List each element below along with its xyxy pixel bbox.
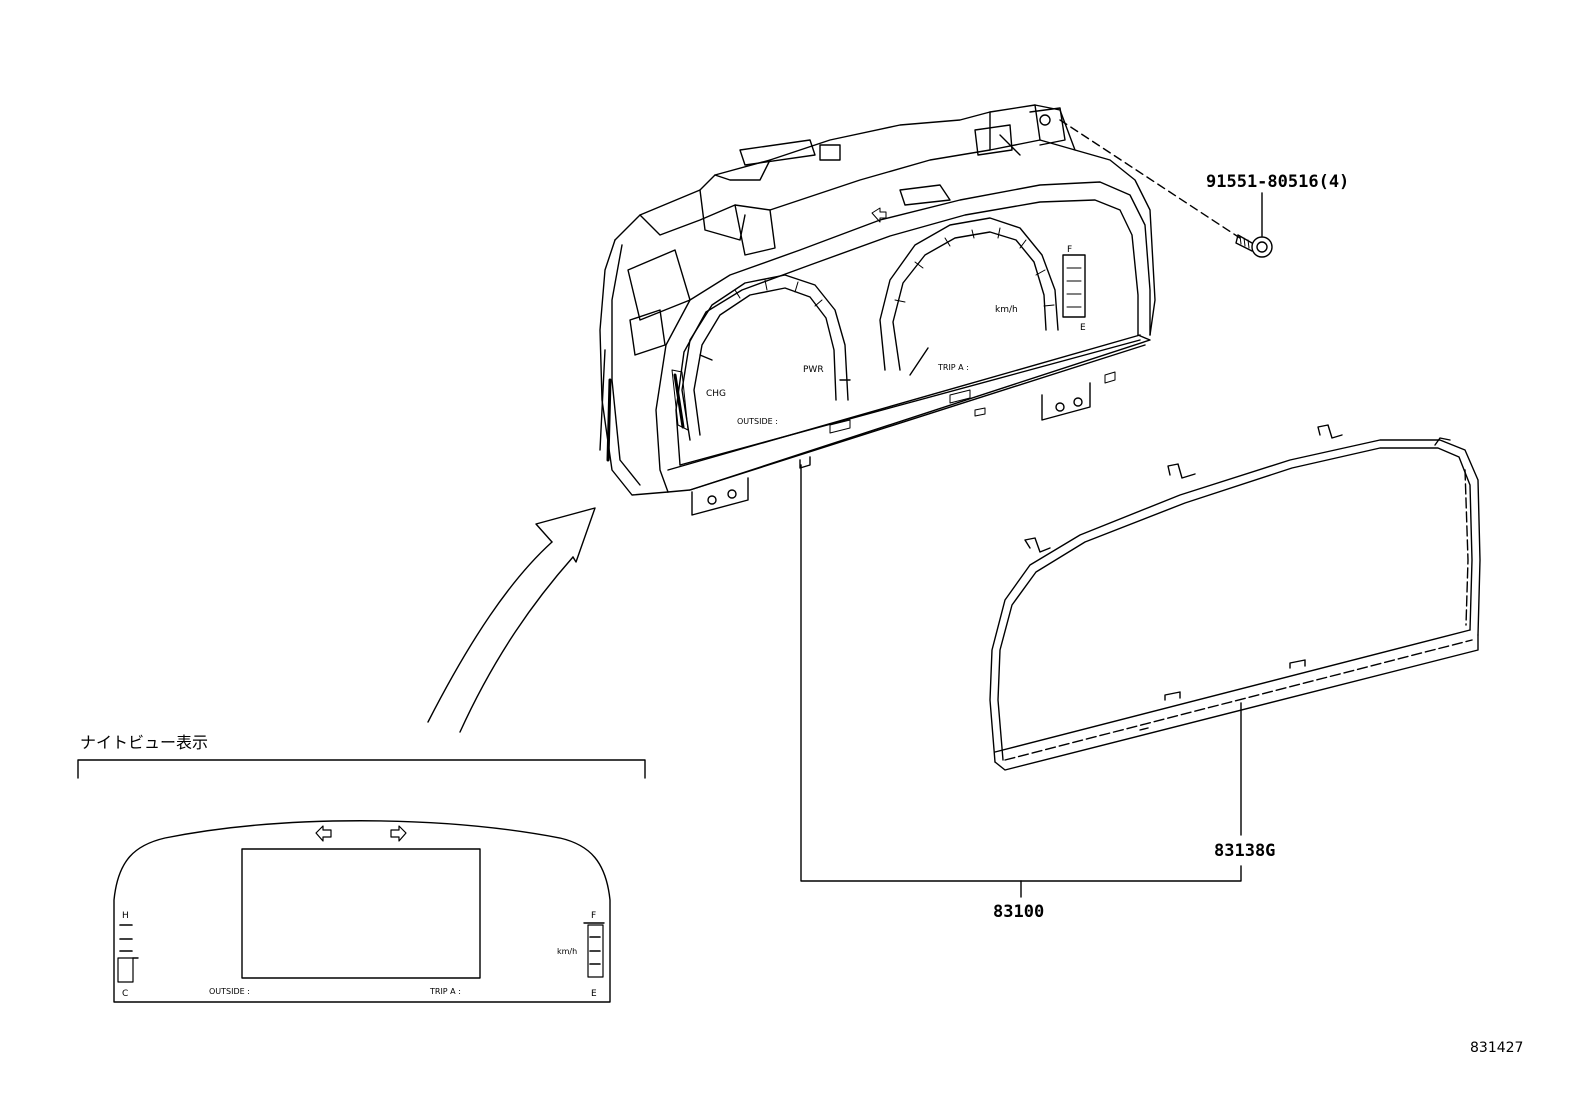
cluster-chg-label: CHG [706,389,726,399]
cluster-trip-label: TRIP A : [937,363,969,372]
night-view-trip-label: TRIP A : [429,987,461,996]
figure-id: 831427 [1470,1040,1523,1056]
cluster-fuel-empty-label: E [1080,323,1086,333]
cluster-fuel-full-label: F [1067,245,1072,255]
glass-cover-part [989,424,1481,771]
night-view-fuel-full-label: F [591,911,596,921]
cluster-kmh-label: km/h [995,305,1018,315]
night-view-kmh-label: km/h [557,947,577,956]
night-view-outside-label: OUTSIDE : [209,987,250,996]
glass-cover-part-number: 83138G [1214,841,1275,861]
cluster-pwr-label: PWR [803,365,824,375]
screw-part-number: 91551-80516(4) [1206,172,1349,192]
cluster-outside-label: OUTSIDE : [737,417,778,426]
night-view-fuel-empty-label: E [591,989,597,999]
night-view-bracket [77,759,646,779]
curved-arrow [427,507,596,733]
cluster-assembly-leader [800,464,1242,882]
screw-dashed-leader [1059,119,1241,239]
night-view-temp-cold-label: C [122,989,128,999]
night-view-title: ナイトビュー表示 [80,733,208,752]
instrument-cluster-assembly [599,104,1156,516]
night-view-temp-hot-label: H [122,911,129,921]
screw-part [1235,234,1273,258]
night-view-display [113,820,611,1003]
cluster-assembly-part-number: 83100 [993,902,1044,922]
